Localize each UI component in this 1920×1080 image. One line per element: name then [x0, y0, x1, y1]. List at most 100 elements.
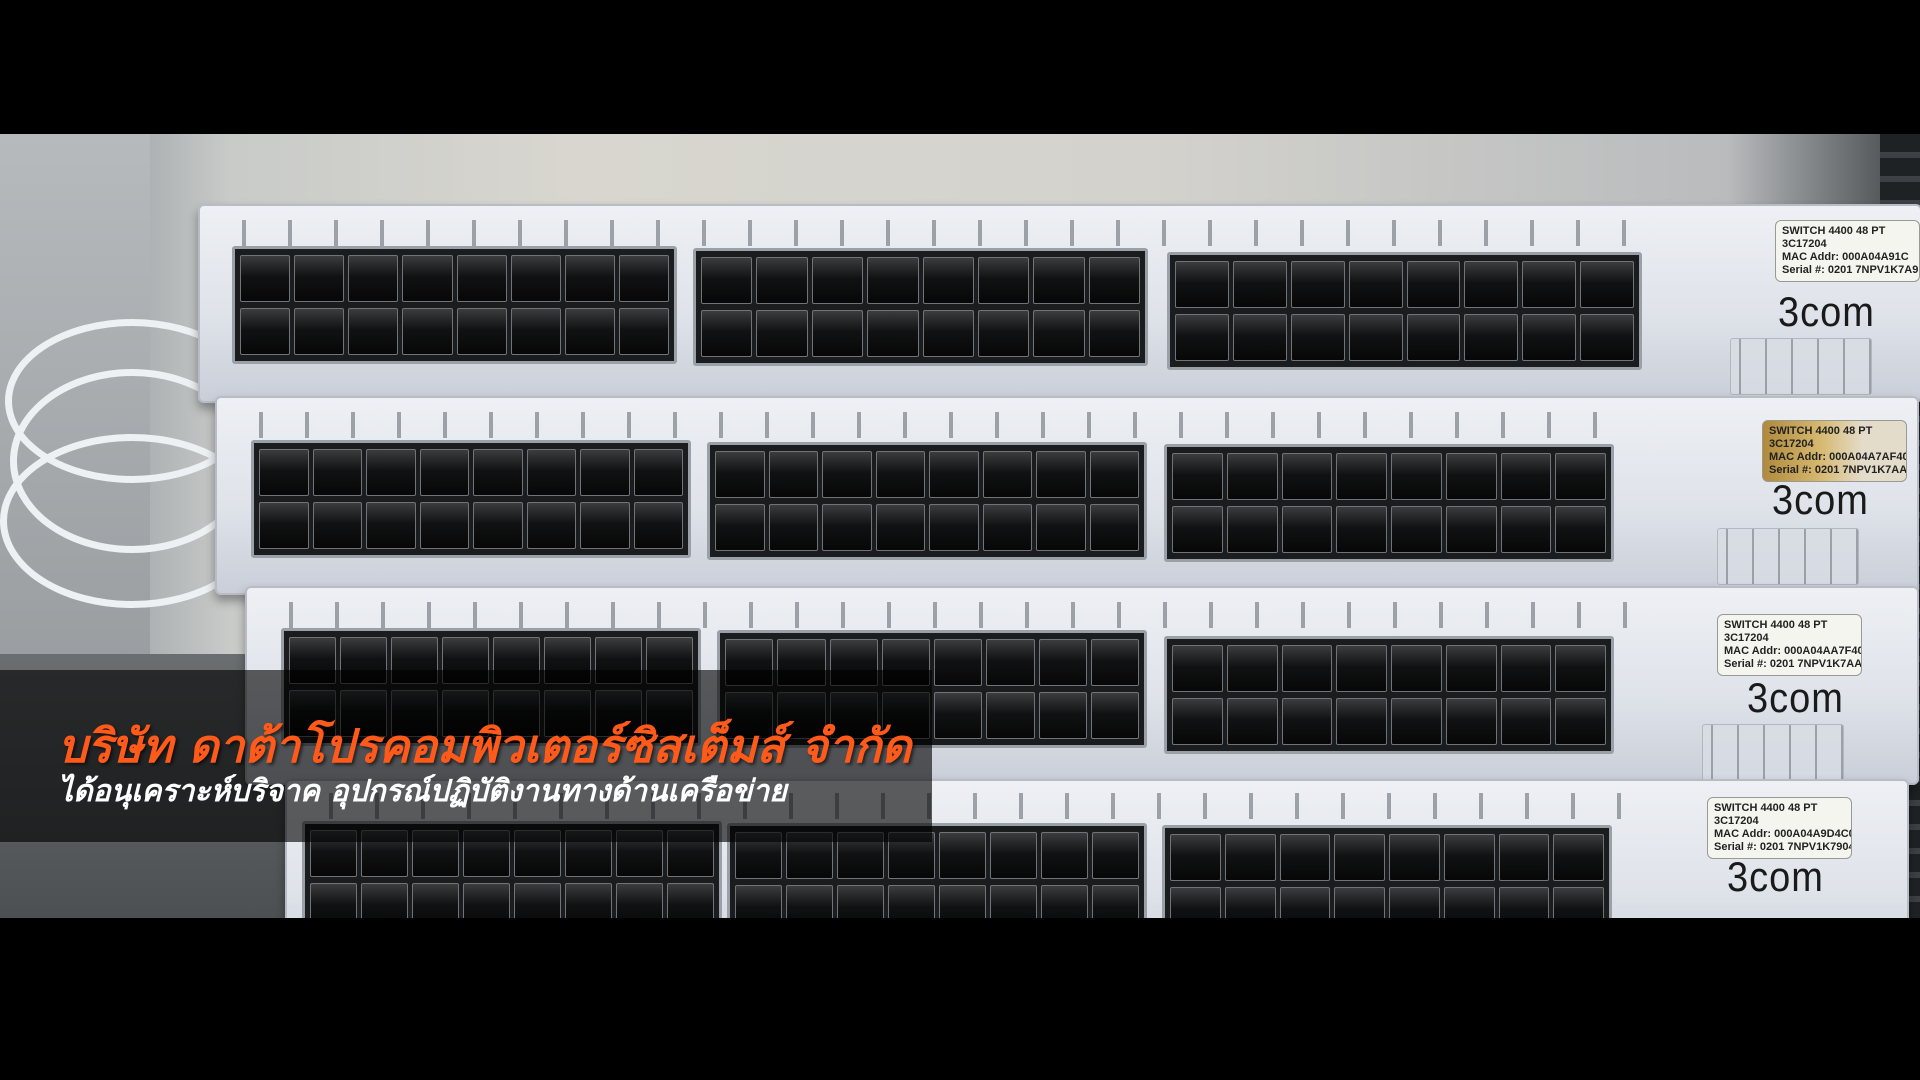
rj45-port: [633, 449, 683, 496]
rj45-port: [1522, 314, 1577, 361]
rj45-port: [982, 451, 1032, 498]
rj45-port: [1090, 692, 1139, 739]
rj45-port: [259, 502, 309, 549]
rj45-port: [1290, 314, 1345, 361]
rj45-port: [1391, 453, 1442, 500]
rj45-port: [1334, 834, 1385, 881]
port-bank: [1164, 636, 1614, 754]
rj45-port: [1224, 834, 1276, 881]
rj45-port: [1500, 698, 1552, 745]
rj45-port: [811, 310, 864, 357]
rj45-port: [580, 502, 630, 549]
rj45-port: [1092, 885, 1139, 918]
rj45-port: [1445, 453, 1497, 500]
port-bank: [232, 246, 677, 364]
rj45-port: [1555, 453, 1606, 500]
rj45-port: [990, 832, 1037, 879]
rj45-port: [1172, 698, 1223, 745]
3com-logo: 3com: [1772, 477, 1869, 525]
rj45-port: [294, 308, 345, 355]
rj45-port: [922, 310, 974, 357]
port-bank: [707, 442, 1147, 560]
rj45-port: [756, 310, 808, 357]
rj45-port: [259, 449, 309, 496]
port-bank: [1167, 252, 1642, 370]
rj45-port: [1389, 834, 1440, 881]
port-leds: [275, 602, 1635, 628]
rj45-port: [1391, 506, 1442, 553]
rj45-port: [867, 310, 919, 357]
rj45-port: [929, 451, 979, 498]
rj45-port: [1226, 506, 1278, 553]
rj45-port: [1336, 506, 1387, 553]
status-panel: [1702, 724, 1844, 781]
rj45-port: [667, 883, 714, 918]
rj45-port: [419, 449, 469, 496]
rj45-port: [361, 883, 408, 918]
rj45-port: [934, 692, 983, 739]
rj45-port: [348, 255, 399, 302]
rj45-port: [715, 504, 765, 551]
caption-title: บริษัท ดาต้าโปรคอมพิวเตอร์ซิสเต็มส์ จำกั…: [58, 719, 912, 773]
rj45-port: [618, 308, 669, 355]
rj45-port: [1041, 832, 1088, 879]
rj45-port: [1389, 887, 1440, 918]
rj45-port: [1580, 261, 1634, 308]
3com-logo: 3com: [1727, 854, 1824, 902]
rj45-port: [1172, 645, 1223, 692]
rj45-port: [1232, 261, 1287, 308]
rj45-port: [580, 449, 630, 496]
rj45-port: [473, 449, 523, 496]
rj45-port: [1334, 887, 1385, 918]
rj45-port: [1281, 645, 1333, 692]
rj45-port: [312, 449, 362, 496]
rj45-port: [1336, 645, 1387, 692]
port-bank: [1164, 444, 1614, 562]
rj45-port: [986, 692, 1035, 739]
rj45-port: [310, 883, 357, 918]
rj45-port: [1555, 698, 1606, 745]
rj45-port: [922, 257, 974, 304]
rj45-port: [1555, 645, 1606, 692]
rj45-port: [1336, 698, 1387, 745]
rj45-port: [1226, 698, 1278, 745]
rj45-port: [986, 639, 1035, 686]
rj45-port: [463, 883, 510, 918]
rj45-port: [1036, 504, 1086, 551]
rj45-port: [939, 832, 986, 879]
rj45-port: [1500, 506, 1552, 553]
rj45-port: [412, 883, 459, 918]
rj45-port: [1500, 453, 1552, 500]
rj45-port: [1226, 645, 1278, 692]
rj45-port: [402, 255, 453, 302]
rj45-port: [768, 451, 818, 498]
rj45-port: [419, 502, 469, 549]
caption-overlay: [0, 670, 932, 842]
rj45-port: [1464, 314, 1519, 361]
rj45-port: [1445, 698, 1497, 745]
rj45-port: [837, 885, 884, 918]
rj45-port: [867, 257, 919, 304]
rj45-port: [1279, 834, 1331, 881]
rj45-port: [1443, 887, 1495, 918]
rj45-port: [1038, 639, 1087, 686]
rj45-port: [756, 257, 808, 304]
port-bank: [1162, 825, 1612, 918]
rj45-port: [1088, 257, 1140, 304]
3com-logo: 3com: [1747, 675, 1844, 723]
rj45-port: [1553, 887, 1604, 918]
rj45-port: [564, 255, 615, 302]
rj45-port: [456, 308, 507, 355]
rj45-port: [735, 885, 782, 918]
rj45-port: [1443, 834, 1495, 881]
rj45-port: [618, 255, 669, 302]
rj45-port: [1498, 834, 1550, 881]
rj45-port: [1406, 314, 1461, 361]
rj45-port: [822, 451, 872, 498]
rj45-port: [875, 451, 925, 498]
caption-subtitle: ได้อนุเคราะห์บริจาค อุปกรณ์ปฏิบัติงานทาง…: [58, 774, 787, 809]
